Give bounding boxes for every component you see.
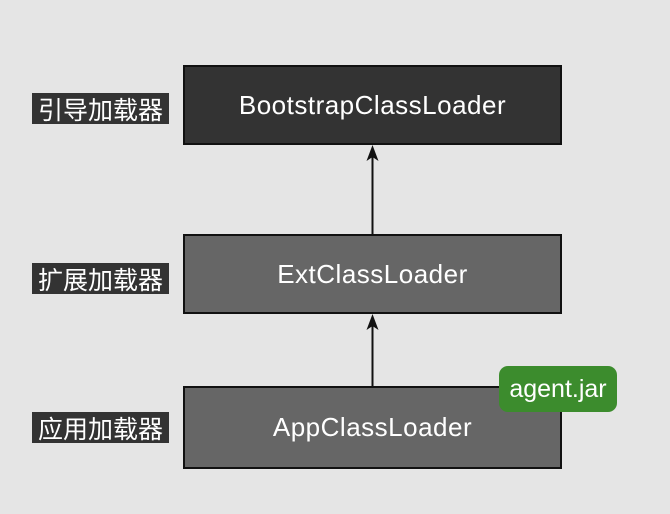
arrow-ext-to-bootstrap — [366, 145, 379, 234]
box-label-ext: ExtClassLoader — [277, 258, 468, 289]
side-label-app: 应用加载器 — [32, 412, 169, 444]
side-label-ext: 扩展加载器 — [32, 263, 169, 295]
box-bootstrap-classloader: BootstrapClassLoader — [183, 65, 562, 145]
agent-jar-badge: agent.jar — [499, 366, 617, 412]
box-app-classloader: AppClassLoader — [183, 386, 562, 469]
arrow-app-to-ext — [366, 314, 379, 386]
box-label-app: AppClassLoader — [272, 412, 473, 442]
box-ext-classloader: ExtClassLoader — [183, 234, 562, 314]
side-label-bootstrap: 引导加载器 — [32, 93, 169, 125]
box-label-bootstrap: BootstrapClassLoader — [238, 89, 507, 120]
